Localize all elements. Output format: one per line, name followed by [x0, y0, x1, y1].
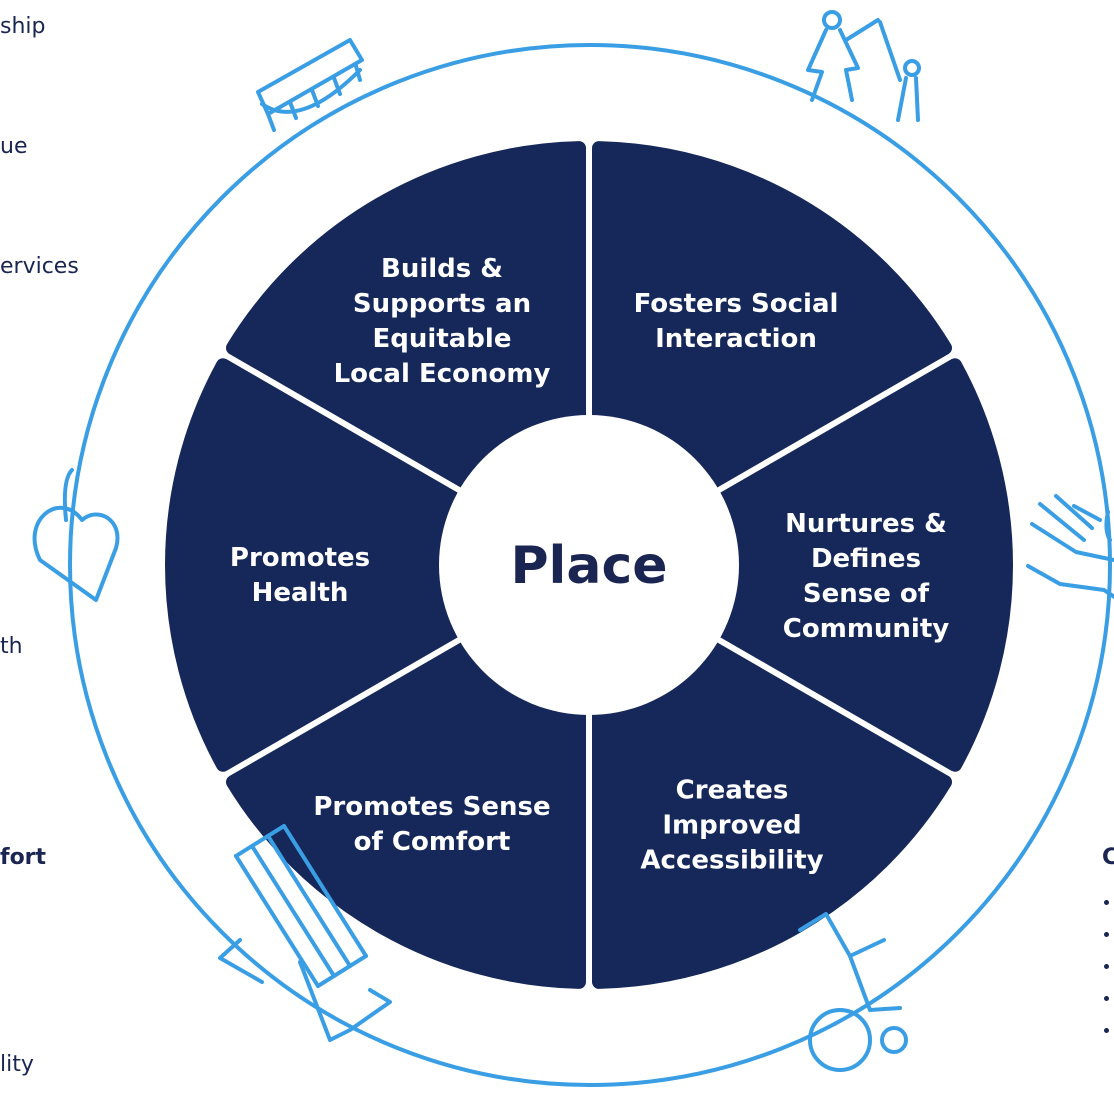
bullet-dot — [1104, 964, 1109, 969]
segment-label-community: Nurtures & Defines Sense of Community — [783, 507, 949, 647]
heart-icon — [32, 468, 120, 602]
segment-line: Interaction — [655, 324, 817, 354]
segment-line: Nurtures & — [785, 509, 947, 539]
segment-label-comfort: Promotes Sense of Comfort — [313, 790, 550, 860]
left-edge-text: ship — [0, 14, 46, 39]
segment-line: of Comfort — [353, 827, 511, 857]
segment-label-health: Promotes Health — [230, 541, 370, 611]
center-title: Place — [510, 536, 668, 596]
center-circle — [439, 415, 739, 715]
segment-line: Creates — [675, 775, 789, 806]
segment-label-economy: Builds & Supports an Equitable Local Eco… — [334, 252, 551, 392]
segment-line: Fosters Social — [633, 289, 839, 319]
bullet-dot — [1104, 996, 1109, 1001]
bullet-dot — [1104, 900, 1109, 905]
segment-line: Promotes Sense — [313, 792, 551, 822]
awning-storefront-icon — [256, 38, 364, 132]
segment-line: Supports an — [352, 289, 532, 319]
left-edge-text: ervices — [0, 254, 79, 279]
segment-line: Improved — [662, 810, 802, 841]
wheelchair-icon — [798, 912, 908, 1072]
left-edge-text: lity — [0, 1052, 34, 1077]
right-list-heading: C — [1102, 845, 1114, 870]
outer-ring — [68, 43, 1112, 1087]
family-icon — [806, 10, 921, 122]
segment-line: Promotes — [229, 543, 371, 573]
bullet-dot — [1104, 932, 1109, 937]
left-edge-text: fort — [0, 845, 47, 870]
segment-line: Builds & — [381, 254, 503, 284]
left-edge-text: ue — [0, 134, 28, 159]
segment-line: Sense of — [802, 579, 930, 609]
bullet-dot — [1104, 1028, 1109, 1033]
segment-line: Equitable — [372, 324, 512, 354]
segment-line: Local Economy — [333, 359, 551, 389]
waving-hand-icon — [1026, 494, 1114, 600]
segment-line: Community — [782, 614, 950, 644]
left-edge-text: th — [0, 634, 23, 659]
segment-label-accessibility: Creates Improved Accessibility — [640, 774, 823, 879]
segment-line: Accessibility — [640, 845, 824, 876]
segment-label-social: Fosters Social Interaction — [634, 287, 839, 357]
segment-line: Health — [251, 578, 349, 608]
bench-icon — [218, 824, 392, 1042]
segment-line: Defines — [810, 544, 922, 574]
